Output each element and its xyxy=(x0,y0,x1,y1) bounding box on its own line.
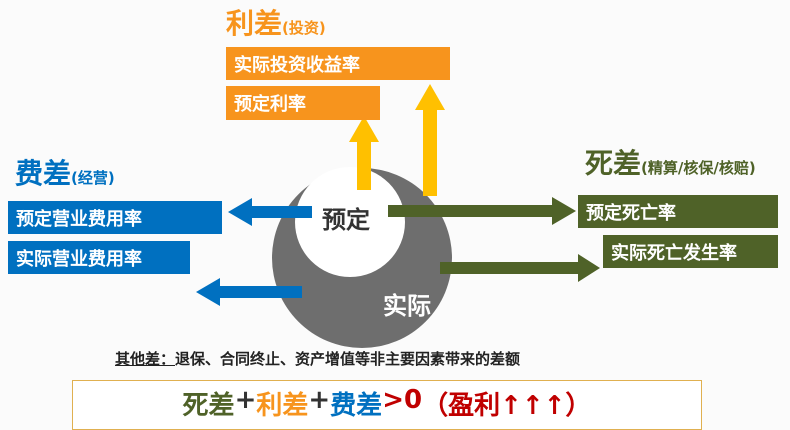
formula-interest: 利差 xyxy=(256,391,309,421)
expense-title: 费差(经营) xyxy=(15,152,115,192)
other-label: 其他差： xyxy=(115,350,176,368)
formula-plus-2: + xyxy=(308,385,331,415)
circle-inner-label: 预定 xyxy=(322,206,370,234)
expense-title-text: 费差 xyxy=(15,157,72,190)
assumed-mortality-box: 预定死亡率 xyxy=(578,195,778,228)
formula-result: （盈利↑↑↑） xyxy=(422,391,592,421)
mortality-subtitle: (精算/核保/核赔) xyxy=(641,159,756,177)
mortality-title-text: 死差 xyxy=(585,147,642,180)
actual-expense-rate-box: 实际营业费用率 xyxy=(8,241,190,274)
interest-subtitle: (投资) xyxy=(282,19,326,37)
inner-circle xyxy=(295,167,405,277)
assumed-expense-rate-box: 预定营业费用率 xyxy=(8,201,222,234)
formula-plus-1: + xyxy=(234,385,257,415)
formula-expense: 费差 xyxy=(330,391,383,421)
formula-mortality: 死差 xyxy=(182,391,235,421)
circle-outer-label: 实际 xyxy=(383,292,431,320)
yellow-arrow-2 xyxy=(415,84,445,196)
mortality-title: 死差(精算/核保/核赔) xyxy=(585,142,756,182)
other-text: 退保、合同终止、资产增值等非主要因素带来的差额 xyxy=(175,350,521,368)
interest-title: 利差(投资) xyxy=(226,2,326,42)
expense-subtitle: (经营) xyxy=(71,169,115,187)
yellow-arrow-1 xyxy=(349,116,379,190)
actual-investment-return-box: 实际投资收益率 xyxy=(226,47,450,80)
interest-title-text: 利差 xyxy=(226,7,283,40)
green-arrow-1 xyxy=(388,197,576,225)
other-differences: 其他差：退保、合同终止、资产增值等非主要因素带来的差额 xyxy=(115,348,520,369)
blue-arrow-1 xyxy=(228,198,312,226)
formula-gt-zero: >0 xyxy=(382,385,423,415)
green-arrow-2 xyxy=(440,254,600,282)
blue-arrow-2 xyxy=(196,278,302,306)
formula-box: 死差 + 利差 + 费差 >0 （盈利↑↑↑） xyxy=(72,380,702,430)
assumed-interest-rate-box: 预定利率 xyxy=(226,86,380,120)
actual-mortality-box: 实际死亡发生率 xyxy=(603,235,778,268)
